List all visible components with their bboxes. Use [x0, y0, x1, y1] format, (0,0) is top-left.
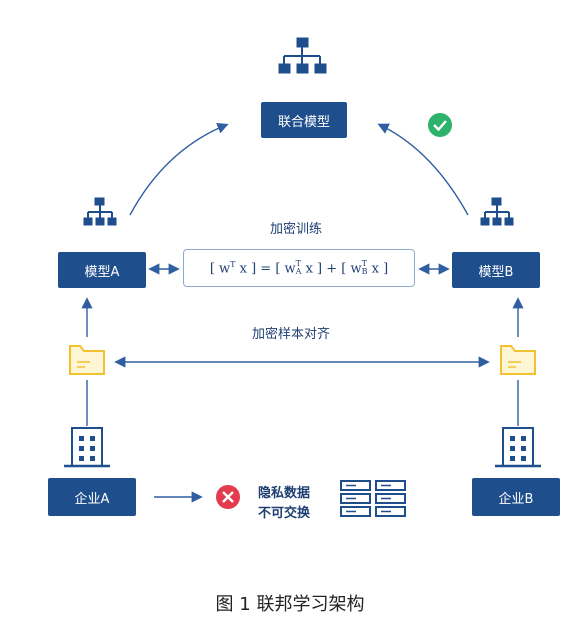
enterprise-a-label: 企业A — [74, 491, 110, 507]
enterprise-b-node: 企业B — [472, 478, 560, 516]
federated-model-node: 联合模型 — [261, 102, 347, 138]
enterprise-a-node: 企业A — [48, 478, 136, 516]
enterprise-b-label: 企业B — [498, 491, 534, 507]
model-b-node: 模型B — [452, 252, 540, 288]
privacy-line-2: 不可交换 — [258, 506, 311, 521]
network-icon-right — [480, 197, 514, 226]
figure-caption: 图 1 联邦学习架构 — [215, 594, 365, 615]
model-b-label: 模型B — [478, 264, 514, 280]
model-a-label: 模型A — [84, 264, 120, 280]
building-icon-a — [64, 427, 110, 468]
encrypted-alignment-label: 加密样本对齐 — [252, 327, 331, 342]
check-icon — [428, 113, 452, 137]
encrypted-training-label: 加密训练 — [270, 222, 323, 237]
model-a-node: 模型A — [58, 252, 146, 288]
privacy-note: 隐私数据 不可交换 — [258, 484, 310, 524]
building-icon-b — [495, 427, 541, 468]
folder-icon-b — [500, 345, 536, 375]
database-icon — [340, 480, 406, 517]
arrow-model-b-to-federated — [377, 123, 469, 216]
network-icon-left — [83, 197, 117, 226]
network-icon-top — [278, 37, 327, 74]
cross-icon — [216, 485, 240, 509]
federated-model-label: 联合模型 — [277, 114, 330, 130]
arrow-model-a-to-federated — [129, 123, 229, 216]
folder-icon-a — [69, 345, 105, 375]
privacy-line-1: 隐私数据 — [258, 486, 311, 501]
